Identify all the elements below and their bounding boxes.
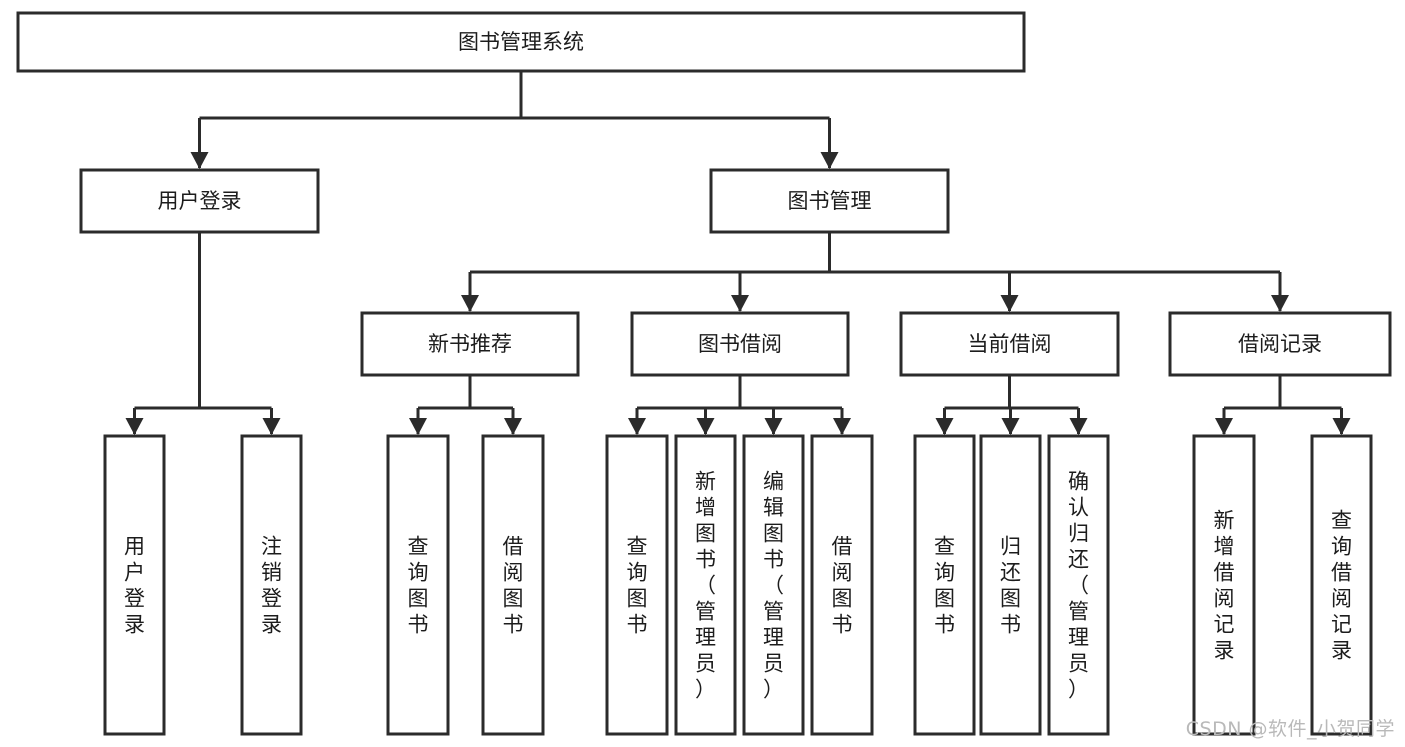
function-node-编辑图书管理员-6[interactable]: 编辑图书（管理员） <box>742 434 805 736</box>
function-node-用户登录-0[interactable]: 用户登录 <box>103 434 166 736</box>
node-label: 确认归还（管理员） <box>1068 469 1089 701</box>
node-label: 当前借阅 <box>968 332 1052 356</box>
connector-group-新书推荐 <box>409 375 522 435</box>
node-label: 查询图书 <box>934 534 955 636</box>
connector-group-用户登录 <box>125 232 281 435</box>
node-box <box>1168 311 1392 377</box>
node-label: 新增借阅记录 <box>1214 508 1235 662</box>
submodule-node-当前借阅[interactable]: 当前借阅 <box>899 311 1120 377</box>
node-box <box>16 11 1026 73</box>
arrow-head-icon <box>628 418 646 435</box>
module-node-图书管理[interactable]: 图书管理 <box>709 168 950 234</box>
submodule-node-新书推荐[interactable]: 新书推荐 <box>360 311 580 377</box>
node-box <box>674 434 737 736</box>
arrow-head-icon <box>696 418 715 435</box>
function-node-查询图书-8[interactable]: 查询图书 <box>913 434 976 736</box>
arrow-head-icon <box>504 418 522 435</box>
node-label: 归还图书 <box>1000 534 1021 636</box>
node-box <box>742 434 805 736</box>
node-label: 注销登录 <box>261 534 282 636</box>
connector-group-借阅记录 <box>1215 375 1351 435</box>
arrow-head-icon <box>125 418 144 435</box>
function-node-查询图书-2[interactable]: 查询图书 <box>386 434 450 736</box>
arrow-head-icon <box>1332 418 1351 435</box>
watermark-text: CSDN @软件_小贺同学 <box>1185 718 1395 740</box>
node-label: 编辑图书（管理员） <box>763 469 784 701</box>
root-node-图书管理系统[interactable]: 图书管理系统 <box>16 11 1026 73</box>
function-node-查询借阅记录-12[interactable]: 查询借阅记录 <box>1310 434 1373 736</box>
function-node-借阅图书-7[interactable]: 借阅图书 <box>810 434 874 736</box>
function-node-借阅图书-3[interactable]: 借阅图书 <box>481 434 545 736</box>
node-box <box>360 311 580 377</box>
node-box <box>386 434 450 736</box>
connector-group-图书管理 <box>461 232 1289 312</box>
function-node-新增借阅记录-11[interactable]: 新增借阅记录 <box>1192 434 1256 736</box>
connector-group-当前借阅 <box>935 375 1088 435</box>
node-label: 新增图书（管理员） <box>695 469 716 701</box>
function-node-归还图书-9[interactable]: 归还图书 <box>979 434 1042 736</box>
connectors-layer <box>125 71 1351 435</box>
function-node-注销登录-1[interactable]: 注销登录 <box>240 434 303 736</box>
arrow-head-icon <box>262 418 281 435</box>
module-node-用户登录[interactable]: 用户登录 <box>79 168 320 234</box>
arrow-head-icon <box>1215 418 1233 435</box>
arrow-head-icon <box>833 418 851 435</box>
node-label: 图书管理系统 <box>458 30 584 54</box>
node-box <box>810 434 874 736</box>
node-box <box>913 434 976 736</box>
function-node-查询图书-4[interactable]: 查询图书 <box>605 434 669 736</box>
node-box <box>630 311 850 377</box>
node-box <box>79 168 320 234</box>
submodule-node-借阅记录[interactable]: 借阅记录 <box>1168 311 1392 377</box>
node-label: 查询图书 <box>408 534 429 636</box>
node-label: 查询借阅记录 <box>1331 508 1352 662</box>
arrow-head-icon <box>820 152 839 169</box>
node-label: 借阅图书 <box>503 534 524 636</box>
node-label: 借阅图书 <box>832 534 853 636</box>
node-box <box>1310 434 1373 736</box>
connector-group-图书管理系统 <box>190 71 839 169</box>
arrow-head-icon <box>764 418 783 435</box>
node-box <box>979 434 1042 736</box>
node-box <box>1192 434 1256 736</box>
node-box <box>605 434 669 736</box>
node-box <box>103 434 166 736</box>
arrow-head-icon <box>1001 418 1020 435</box>
nodes-layer: 图书管理系统用户登录图书管理新书推荐图书借阅当前借阅借阅记录用户登录注销登录查询… <box>16 11 1392 736</box>
node-label: 图书借阅 <box>698 332 782 356</box>
arrow-head-icon <box>1000 295 1019 312</box>
submodule-node-图书借阅[interactable]: 图书借阅 <box>630 311 850 377</box>
connector-group-图书借阅 <box>628 375 851 435</box>
node-label: 图书管理 <box>788 189 872 213</box>
function-node-新增图书管理员-5[interactable]: 新增图书（管理员） <box>674 434 737 736</box>
node-box <box>709 168 950 234</box>
arrow-head-icon <box>935 418 954 435</box>
arrow-head-icon <box>409 418 427 435</box>
arrow-head-icon <box>1271 295 1289 312</box>
arrow-head-icon <box>731 295 749 312</box>
node-label: 新书推荐 <box>428 332 512 356</box>
node-label: 查询图书 <box>627 534 648 636</box>
arrow-head-icon <box>461 295 479 312</box>
node-label: 借阅记录 <box>1238 332 1322 356</box>
node-label: 用户登录 <box>124 534 145 636</box>
arrow-head-icon <box>190 152 209 169</box>
node-label: 用户登录 <box>158 189 242 213</box>
node-box <box>1047 434 1110 736</box>
node-box <box>481 434 545 736</box>
node-box <box>899 311 1120 377</box>
function-node-确认归还管理员-10[interactable]: 确认归还（管理员） <box>1047 434 1110 736</box>
arrow-head-icon <box>1069 418 1088 435</box>
node-box <box>240 434 303 736</box>
